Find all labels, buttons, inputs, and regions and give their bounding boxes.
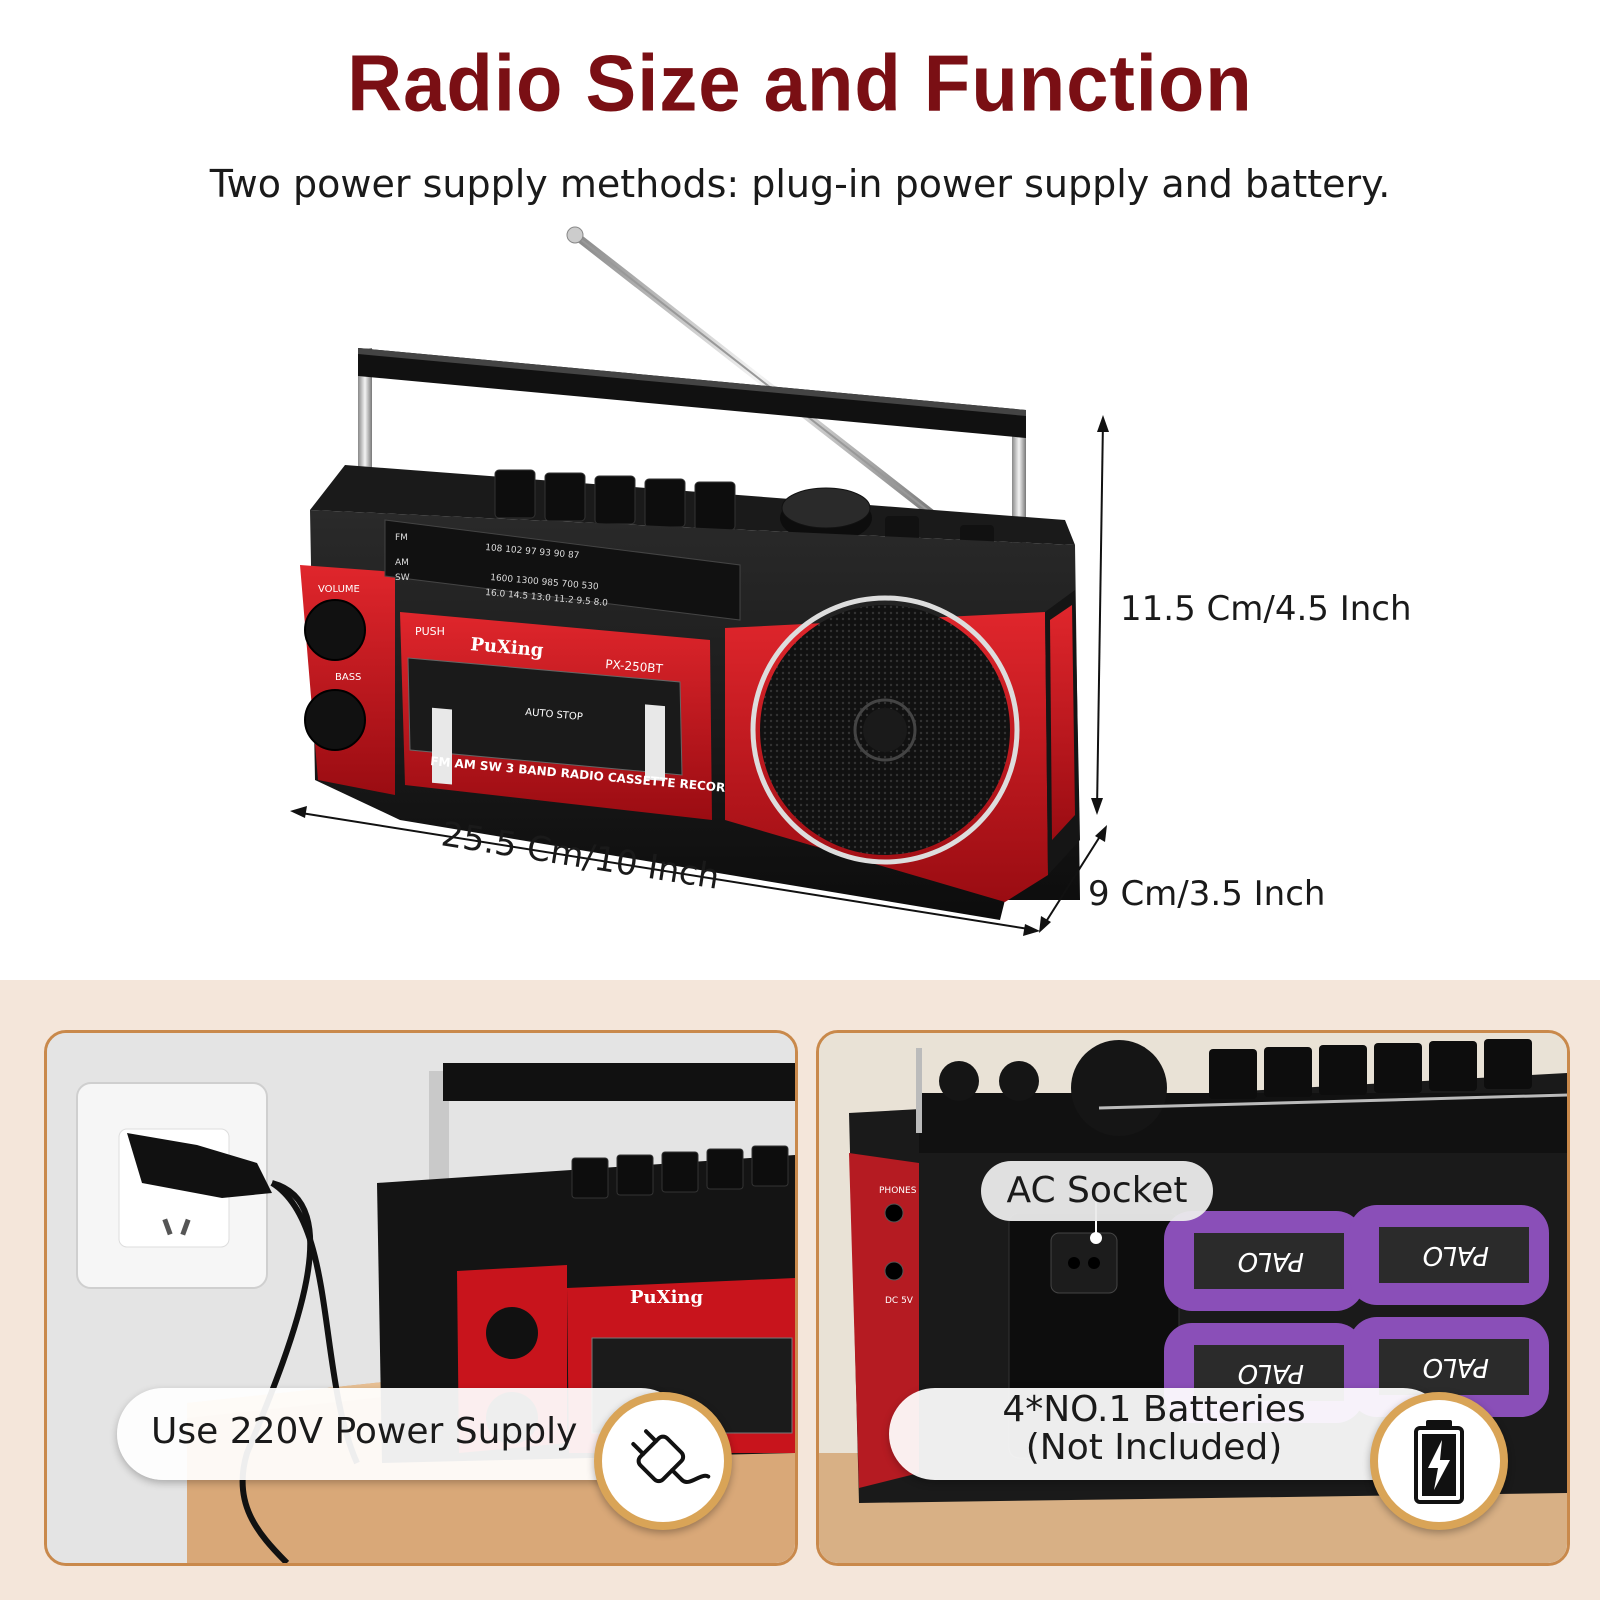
dimension-length [290, 806, 1040, 936]
dimension-depth-label: 9 Cm/3.5 Inch [1088, 874, 1325, 914]
ac-socket-callout: AC Socket [981, 1161, 1213, 1221]
bass-label: BASS [335, 672, 361, 683]
svg-text:PALO: PALO [1423, 1240, 1489, 1270]
dimension-depth [1039, 825, 1107, 933]
battery-icon-badge [1370, 1392, 1508, 1530]
svg-text:AUTO STOP: AUTO STOP [525, 707, 583, 723]
carry-handle [358, 348, 1026, 555]
svg-text:SW: SW [395, 573, 410, 583]
page-title: Radio Size and Function [347, 38, 1253, 129]
ac-socket [1050, 1232, 1118, 1294]
svg-text:AM: AM [395, 558, 409, 568]
volume-knob [304, 599, 366, 661]
svg-text:PX-250BT: PX-250BT [605, 657, 664, 676]
battery-label-line2: (Not Included) [1025, 1427, 1283, 1468]
battery-icon [1414, 1420, 1464, 1504]
battery-label-pill [889, 1388, 1449, 1480]
cassette-deck: PUSH PuXing PX-250BT AUTO STOP FM AM SW … [400, 612, 753, 820]
svg-text:PHONES: PHONES [879, 1186, 917, 1196]
battery-label-line1: 4*NO.1 Batteries [1002, 1389, 1306, 1430]
power-supply-label: Use 220V Power Supply [151, 1411, 578, 1452]
svg-text:PUSH: PUSH [415, 625, 445, 638]
cassette-control-keys [494, 469, 736, 531]
svg-text:PuXing: PuXing [630, 1287, 704, 1308]
svg-text:PALO: PALO [1238, 1358, 1304, 1388]
svg-text:FM: FM [395, 533, 408, 543]
bass-knob [304, 689, 366, 751]
svg-text:DC 5V: DC 5V [885, 1296, 914, 1306]
svg-text:PALO: PALO [1423, 1352, 1489, 1382]
svg-text:PALO: PALO [1238, 1246, 1304, 1276]
speaker-grille [750, 595, 1020, 865]
plug-icon-badge [594, 1392, 732, 1530]
radio-product-image: VOLUME BASS FM AM SW 108 102 97 93 90 87… [290, 226, 1412, 936]
batteries: PALO PALO PALO PALO [1164, 1205, 1549, 1423]
power-plug [127, 1133, 272, 1198]
dimension-height-label: 11.5 Cm/4.5 Inch [1120, 589, 1412, 629]
plug-icon [631, 1429, 711, 1484]
power-supply-label-pill [117, 1388, 687, 1480]
tuning-knob [780, 487, 872, 542]
battery-label: 4*NO.1 Batteries (Not Included) [819, 1391, 1449, 1467]
volume-label: VOLUME [318, 584, 360, 595]
page-subtitle: Two power supply methods: plug-in power … [209, 162, 1391, 206]
dimension-height [1091, 415, 1109, 815]
antenna [566, 226, 944, 524]
